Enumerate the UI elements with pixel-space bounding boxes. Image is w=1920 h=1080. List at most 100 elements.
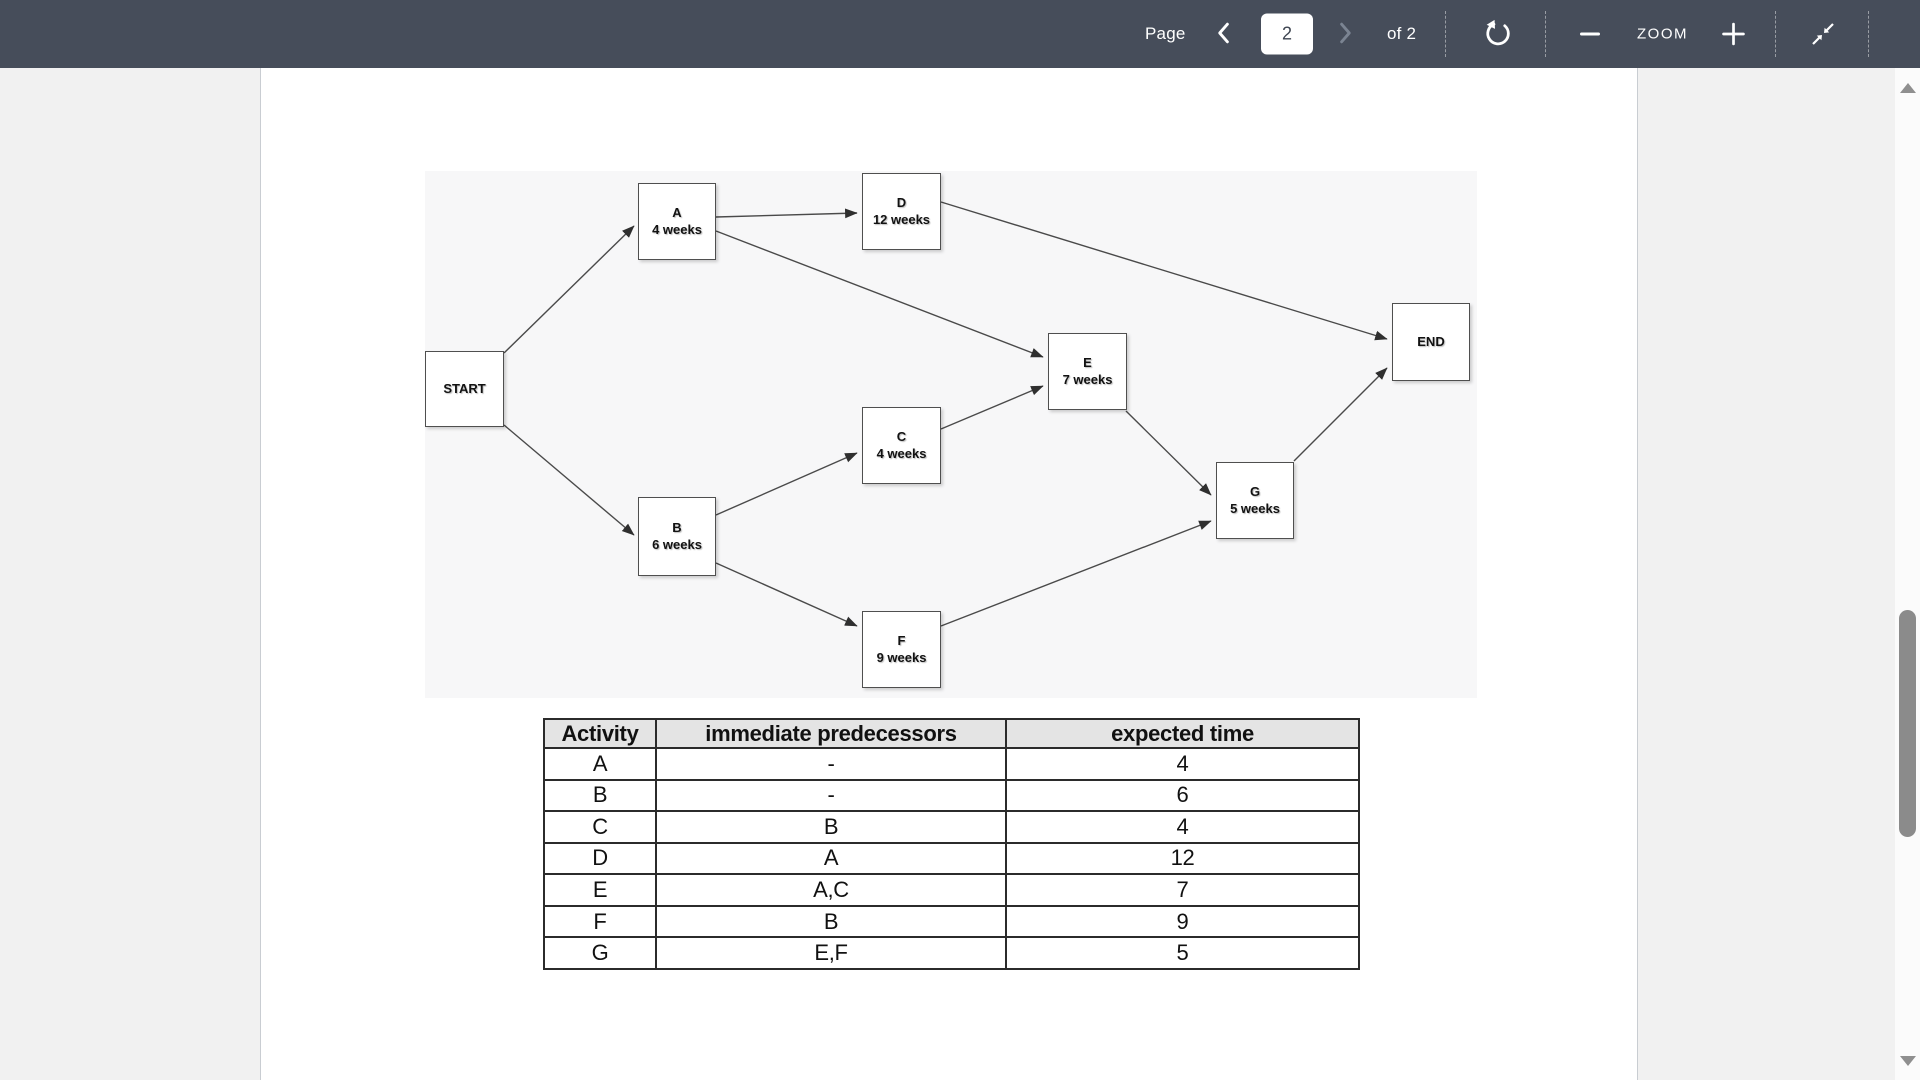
table-column-header: Activity bbox=[543, 718, 657, 749]
page-label: Page bbox=[1145, 24, 1186, 43]
table-row: B-6 bbox=[543, 778, 1360, 813]
table-cell: 5 bbox=[1005, 936, 1360, 970]
table-cell: 4 bbox=[1005, 810, 1360, 844]
table-cell: 7 bbox=[1005, 873, 1360, 907]
table-cell: E,F bbox=[655, 936, 1007, 970]
toolbar-separator bbox=[1868, 11, 1869, 57]
table-row: A-4 bbox=[543, 747, 1360, 781]
node-label: C bbox=[896, 428, 907, 444]
toolbar-separator bbox=[1775, 11, 1776, 57]
table-cell: G bbox=[543, 936, 657, 970]
node-label: 12 weeks bbox=[872, 211, 931, 227]
next-page-button[interactable] bbox=[1339, 21, 1353, 47]
table-cell: B bbox=[655, 904, 1007, 939]
node-label: 5 weeks bbox=[1230, 500, 1280, 516]
table-cell: F bbox=[543, 904, 657, 939]
table-cell: 12 bbox=[1005, 841, 1360, 876]
pdf-toolbar: Page 2 of 2 ZOOM bbox=[0, 0, 1920, 68]
scroll-up-arrow[interactable] bbox=[1899, 83, 1916, 93]
page-number-input[interactable]: 2 bbox=[1261, 13, 1313, 55]
page-count-label: of 2 bbox=[1387, 24, 1417, 43]
edge-START-to-B bbox=[503, 424, 635, 536]
node-label: 6 weeks bbox=[652, 536, 702, 552]
diagram-node-END: END bbox=[1392, 303, 1470, 381]
zoom-in-plus-icon bbox=[1722, 22, 1745, 46]
zoom-label: ZOOM bbox=[1637, 25, 1688, 43]
zoom-in-button[interactable] bbox=[1722, 22, 1745, 46]
table-cell: B bbox=[543, 778, 657, 813]
page-number-value: 2 bbox=[1281, 23, 1292, 44]
table-cell: A bbox=[655, 841, 1007, 876]
edge-E-to-G bbox=[1125, 410, 1212, 496]
zoom-out-button[interactable] bbox=[1580, 32, 1600, 36]
fit-to-page-button[interactable] bbox=[1809, 20, 1837, 48]
edge-START-to-A bbox=[503, 225, 635, 354]
node-label: F bbox=[897, 632, 906, 648]
table-cell: B bbox=[655, 810, 1007, 844]
table-cell: A bbox=[543, 747, 657, 781]
node-label: D bbox=[896, 194, 907, 210]
node-label: END bbox=[1417, 333, 1445, 349]
node-label: G bbox=[1249, 483, 1261, 499]
table-cell: - bbox=[655, 747, 1007, 781]
zoom-out-minus-icon bbox=[1580, 32, 1600, 36]
edge-A-to-D bbox=[715, 208, 858, 219]
table-cell: - bbox=[655, 778, 1007, 813]
node-label: 4 weeks bbox=[876, 445, 927, 461]
node-label: 9 weeks bbox=[876, 649, 927, 665]
edge-B-to-F bbox=[715, 562, 858, 627]
table-cell: C bbox=[543, 810, 657, 844]
node-label: 7 weeks bbox=[1062, 371, 1113, 387]
edge-F-to-G bbox=[940, 520, 1212, 627]
node-label: E bbox=[1083, 354, 1092, 370]
diagram-node-START: START bbox=[425, 351, 504, 427]
chevron-right-icon bbox=[1340, 22, 1351, 43]
toolbar-separator bbox=[1445, 11, 1446, 57]
edge-G-to-END bbox=[1293, 367, 1388, 462]
previous-page-button[interactable] bbox=[1216, 21, 1230, 47]
vertical-scrollbar[interactable] bbox=[1895, 68, 1920, 1080]
rotate-button[interactable] bbox=[1483, 19, 1513, 49]
rotate-refresh-icon bbox=[1486, 19, 1510, 46]
scroll-down-arrow[interactable] bbox=[1899, 1056, 1916, 1066]
table-cell: 9 bbox=[1005, 904, 1360, 939]
node-label: A bbox=[672, 204, 682, 220]
toolbar-separator bbox=[1545, 11, 1546, 57]
table-cell: E bbox=[543, 873, 657, 907]
edge-B-to-C bbox=[715, 452, 858, 516]
node-label: 4 weeks bbox=[652, 221, 702, 237]
scrollbar-thumb[interactable] bbox=[1899, 610, 1916, 837]
node-label: B bbox=[672, 519, 682, 535]
node-label: START bbox=[443, 380, 486, 396]
compress-fit-icon bbox=[1812, 23, 1834, 45]
table-cell: A,C bbox=[655, 873, 1007, 907]
edge-D-to-END bbox=[940, 201, 1388, 341]
table-cell: 6 bbox=[1005, 778, 1360, 813]
edge-C-to-E bbox=[940, 385, 1044, 430]
diagram-edges bbox=[503, 201, 1388, 627]
chevron-left-icon bbox=[1218, 22, 1229, 43]
table-column-header: immediate predecessors bbox=[655, 718, 1007, 749]
table-cell: D bbox=[543, 841, 657, 876]
edge-A-to-E bbox=[715, 230, 1044, 358]
table-column-header: expected time bbox=[1005, 718, 1360, 749]
table-cell: 4 bbox=[1005, 747, 1360, 781]
